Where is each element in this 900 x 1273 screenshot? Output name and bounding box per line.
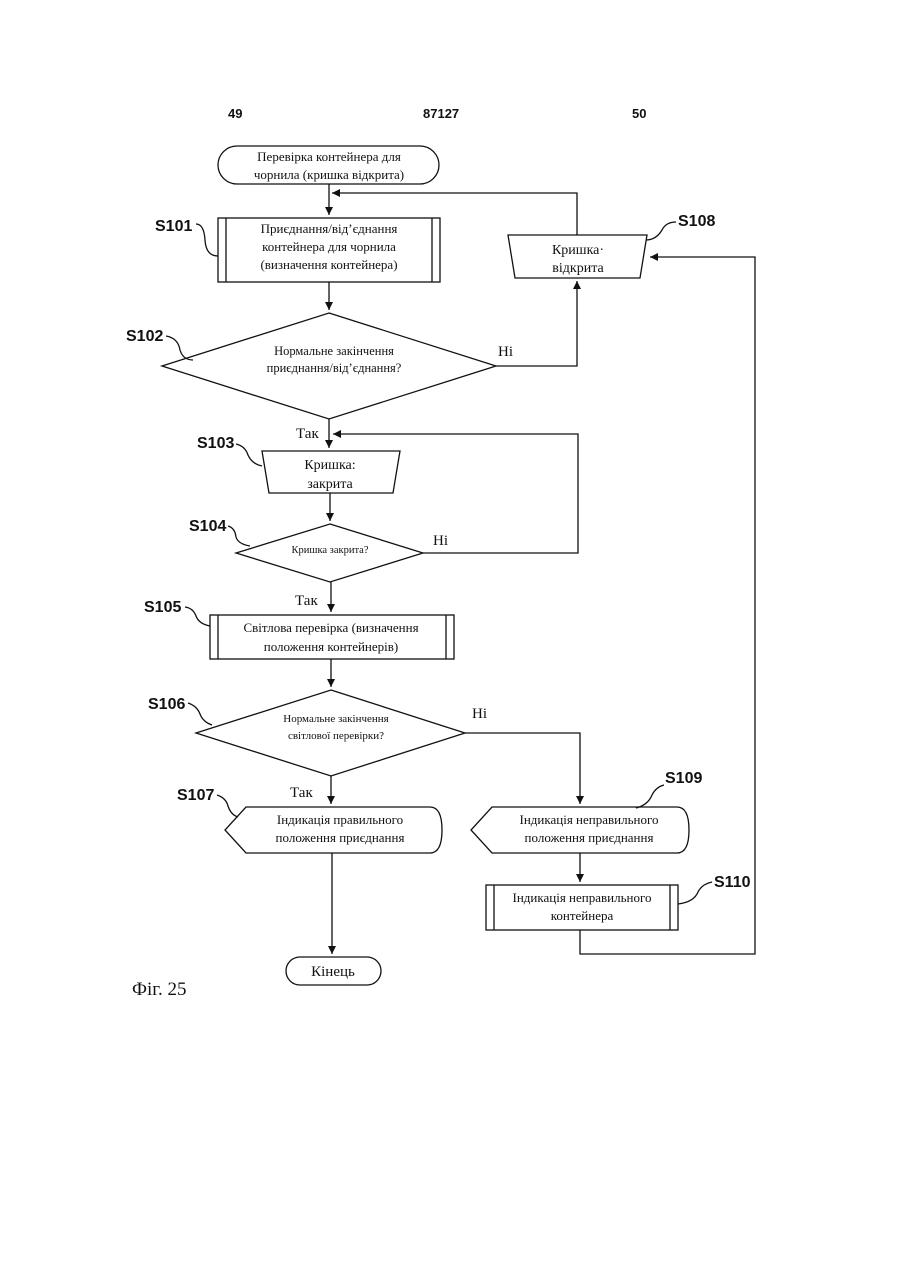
s101-leader	[196, 224, 218, 256]
start-text-line-2: чорнила (кришка відкрита)	[254, 167, 404, 182]
s102-no-label: Ні	[498, 344, 513, 360]
s104-label: S104	[189, 518, 226, 535]
s105-leader	[185, 607, 210, 626]
s105-text-line-1: Світлова перевірка (визначення	[243, 620, 418, 635]
s106-text-line-1: Нормальне закінчення	[283, 713, 388, 725]
s101-label: S101	[155, 218, 192, 235]
end-text: Кінець	[311, 964, 355, 980]
s104-yes-label: Так	[295, 593, 318, 609]
flow-s106-no-to-s109	[465, 733, 580, 804]
s108-text-line-1: Кришка·	[552, 243, 604, 258]
s105-label: S105	[144, 599, 181, 616]
s104-text: Кришка закрита?	[291, 545, 368, 556]
s108-leader	[646, 222, 676, 240]
s109-text-line-1: Індикація неправильного	[520, 812, 659, 827]
s107-leader	[217, 795, 238, 817]
s109-text-line-2: положення приєднання	[525, 830, 654, 845]
s109-label: S109	[665, 770, 702, 787]
s110-leader	[678, 882, 712, 904]
s101-text-line-2: контейнера для чорнила	[262, 239, 396, 254]
s108-label: S108	[678, 213, 715, 230]
s102-yes-label: Так	[296, 426, 319, 442]
s110-text-line-1: Індикація неправильного	[513, 890, 652, 905]
s106-text-line-2: світлової перевірки?	[288, 730, 384, 742]
s106-no-label: Ні	[472, 706, 487, 722]
start-text-line-1: Перевірка контейнера для	[257, 149, 401, 164]
s104-no-label: Ні	[433, 533, 448, 549]
s102-leader	[166, 336, 193, 360]
s108-text-line-2: відкрита	[552, 261, 604, 276]
s106-label: S106	[148, 696, 185, 713]
flow-s110-to-s108	[580, 257, 755, 954]
s110-text-line-2: контейнера	[551, 908, 614, 923]
s106-yes-label: Так	[290, 785, 313, 801]
s107-text-line-2: положення приєднання	[276, 830, 405, 845]
s101-text-line-3: (визначення контейнера)	[260, 257, 397, 272]
s103-label: S103	[197, 435, 234, 452]
s103-leader	[236, 444, 262, 466]
s101-text-line-1: Приєднання/від’єднання	[261, 221, 398, 236]
s103-text-line-1: Кришка:	[304, 458, 355, 473]
figure-caption: Фіг. 25	[132, 979, 186, 1000]
s109-leader	[636, 785, 664, 808]
s106-leader	[188, 703, 212, 725]
s102-label: S102	[126, 328, 163, 345]
s110-label: S110	[714, 874, 751, 891]
s102-text-line-2: приєднання/від’єднання?	[267, 361, 402, 375]
s107-label: S107	[177, 787, 214, 804]
s103-text-line-2: закрита	[307, 477, 353, 492]
s107-text-line-1: Індикація правильного	[277, 812, 403, 827]
s105-text-line-2: положення контейнерів)	[264, 639, 399, 654]
s102-text-line-1: Нормальне закінчення	[274, 344, 394, 358]
s104-leader	[228, 526, 250, 546]
